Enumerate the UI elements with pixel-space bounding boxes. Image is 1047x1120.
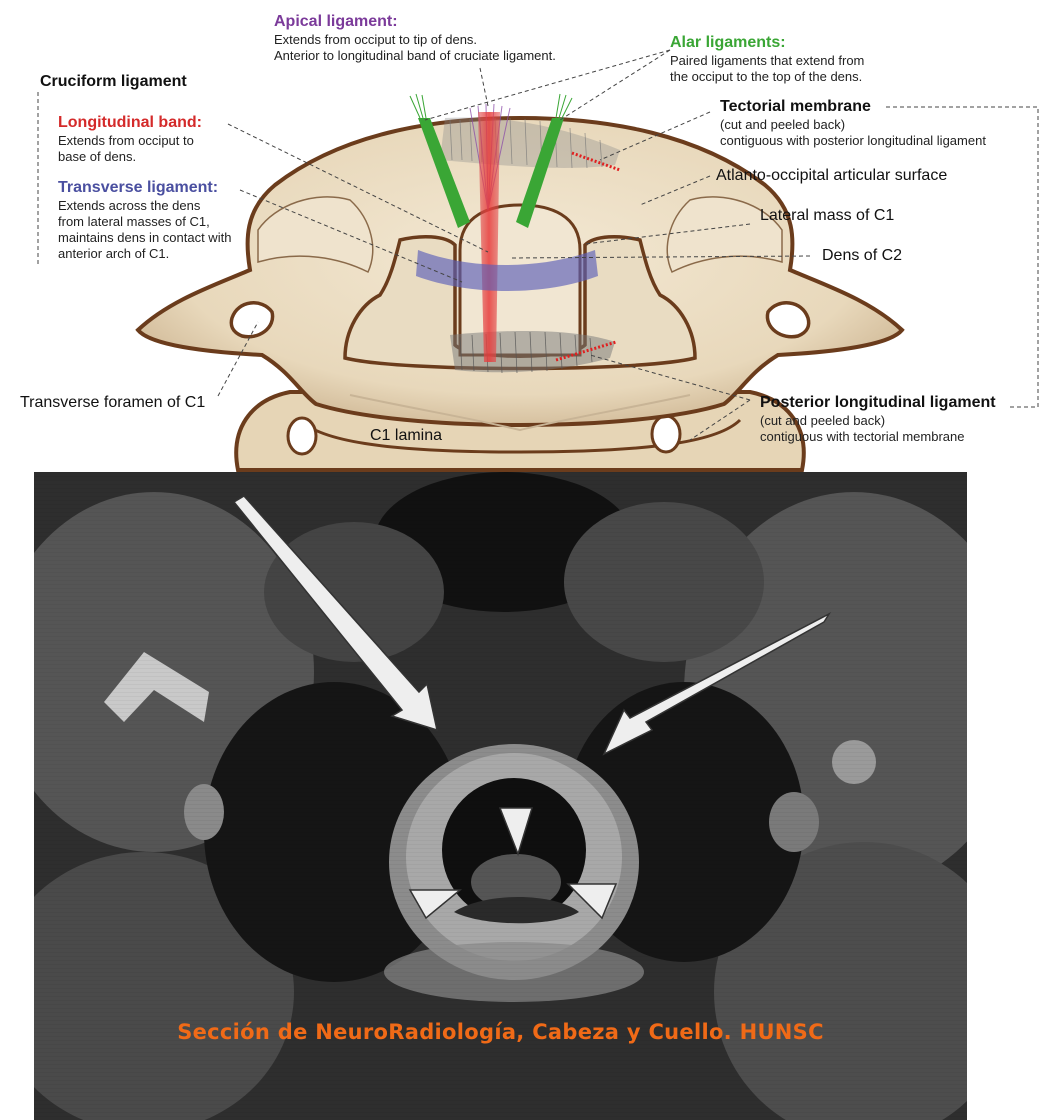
dens-c2-label: Dens of C2 <box>822 247 903 264</box>
cruciform-ligament-heading: Cruciform ligament <box>40 73 187 90</box>
arrowhead-right-marker <box>566 883 618 920</box>
alar-ligament-right <box>516 118 564 228</box>
atlanto-occipital-label: Atlanto-occipital articular surface <box>716 167 948 184</box>
apical-ligament-label: Apical ligament: Extends from occiput to… <box>274 12 556 64</box>
tectorial-membrane-label: Tectorial membrane (cut and peeled back)… <box>720 97 986 149</box>
tectorial-membrane-line: contiguous with posterior longitudinal l… <box>720 133 986 148</box>
lateral-mass-label: Lateral mass of C1 <box>760 207 895 224</box>
apical-ligament-line: Anterior to longitudinal band of cruciat… <box>274 48 556 63</box>
alar-ligaments-label: Alar ligaments: Paired ligaments that ex… <box>670 33 864 85</box>
longitudinal-band-line: base of dens. <box>58 149 137 164</box>
apical-ligament-title: Apical ligament: <box>274 13 398 30</box>
longitudinal-band-title: Longitudinal band: <box>58 114 202 131</box>
posterior-longitudinal-line: (cut and peeled back) <box>760 413 886 428</box>
arrow-left-marker <box>232 495 439 732</box>
tectorial-membrane-title: Tectorial membrane <box>720 98 871 115</box>
mri-axial-image: Sección de NeuroRadiología, Cabeza y Cue… <box>34 472 967 1120</box>
credit-caption: Sección de NeuroRadiología, Cabeza y Cue… <box>177 1020 824 1044</box>
transverse-ligament-shape <box>416 250 598 291</box>
alar-ligaments-title: Alar ligaments: <box>670 34 786 51</box>
transverse-foramen-label: Transverse foramen of C1 <box>20 394 206 411</box>
alar-ligaments-line: Paired ligaments that extend from <box>670 53 865 68</box>
transverse-ligament-label: Transverse ligament: Extends across the … <box>58 178 231 262</box>
longitudinal-band-line: Extends from occiput to <box>58 133 194 148</box>
transverse-foramen-right <box>765 301 811 339</box>
transverse-foramen-left <box>229 301 275 339</box>
transverse-ligament-line: maintains dens in contact with <box>58 230 232 245</box>
c1-lamina-label: C1 lamina <box>370 427 443 444</box>
arrowhead-left-marker <box>408 889 463 920</box>
alar-ligaments-line: the occiput to the top of the dens. <box>670 69 863 84</box>
posterior-longitudinal-line: contiguous with tectorial membrane <box>760 429 965 444</box>
longitudinal-band-label: Longitudinal band: Extends from occiput … <box>58 113 202 165</box>
longitudinal-band-shape <box>478 112 500 362</box>
alar-ligament-left <box>418 118 470 228</box>
arrow-right-marker <box>602 612 832 756</box>
apical-ligament-line: Extends from occiput to tip of dens. <box>274 32 478 47</box>
transverse-ligament-line: from lateral masses of C1, <box>58 214 210 229</box>
leader-lines <box>37 49 1039 441</box>
transverse-ligament-title: Transverse ligament: <box>58 179 219 196</box>
transverse-ligament-line: Extends across the dens <box>58 198 201 213</box>
arrowhead-top-marker <box>498 807 534 857</box>
transverse-ligament-line: anterior arch of C1. <box>58 246 170 261</box>
posterior-longitudinal-title: Posterior longitudinal ligament <box>760 394 996 411</box>
posterior-longitudinal-label: Posterior longitudinal ligament (cut and… <box>760 393 996 445</box>
tectorial-membrane-line: (cut and peeled back) <box>720 117 846 132</box>
c1-c2-ligament-illustration <box>37 49 1039 472</box>
